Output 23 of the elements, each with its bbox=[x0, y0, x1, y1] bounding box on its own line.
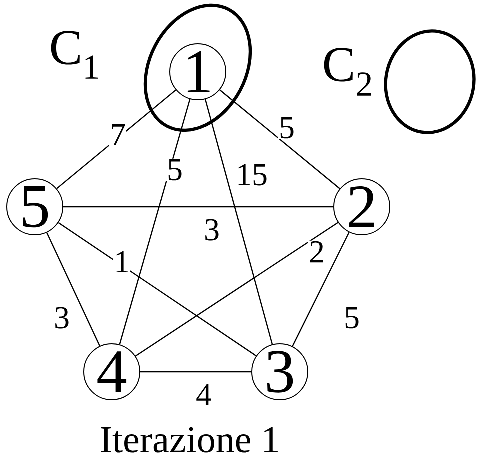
caption: Iterazione 1 bbox=[101, 427, 278, 453]
edge-label: 1 bbox=[114, 250, 130, 274]
edge-label: 3 bbox=[54, 306, 70, 330]
edge-line bbox=[140, 371, 252, 373]
edge-line bbox=[64, 206, 334, 208]
edge-line bbox=[135, 222, 339, 357]
edge-label: 2 bbox=[308, 240, 326, 264]
edge-label: 5 bbox=[344, 306, 360, 330]
edge-label: 15 bbox=[236, 164, 268, 186]
edge-label: 7 bbox=[110, 124, 126, 146]
group-label: C$_{1}$ bbox=[51, 31, 98, 79]
edge-line bbox=[58, 222, 257, 357]
edge-line bbox=[46, 232, 100, 346]
edge-label: 4 bbox=[196, 384, 212, 406]
edge-line bbox=[119, 99, 191, 345]
edge-line bbox=[220, 90, 340, 190]
edge-label: 5 bbox=[166, 158, 184, 182]
edge-line bbox=[56, 90, 176, 190]
edge-line bbox=[204, 99, 274, 345]
edge-label: 3 bbox=[204, 218, 220, 242]
edge-line bbox=[292, 232, 350, 347]
group-label: C$_{2}$ bbox=[324, 48, 372, 96]
edge-label: 5 bbox=[278, 116, 296, 140]
